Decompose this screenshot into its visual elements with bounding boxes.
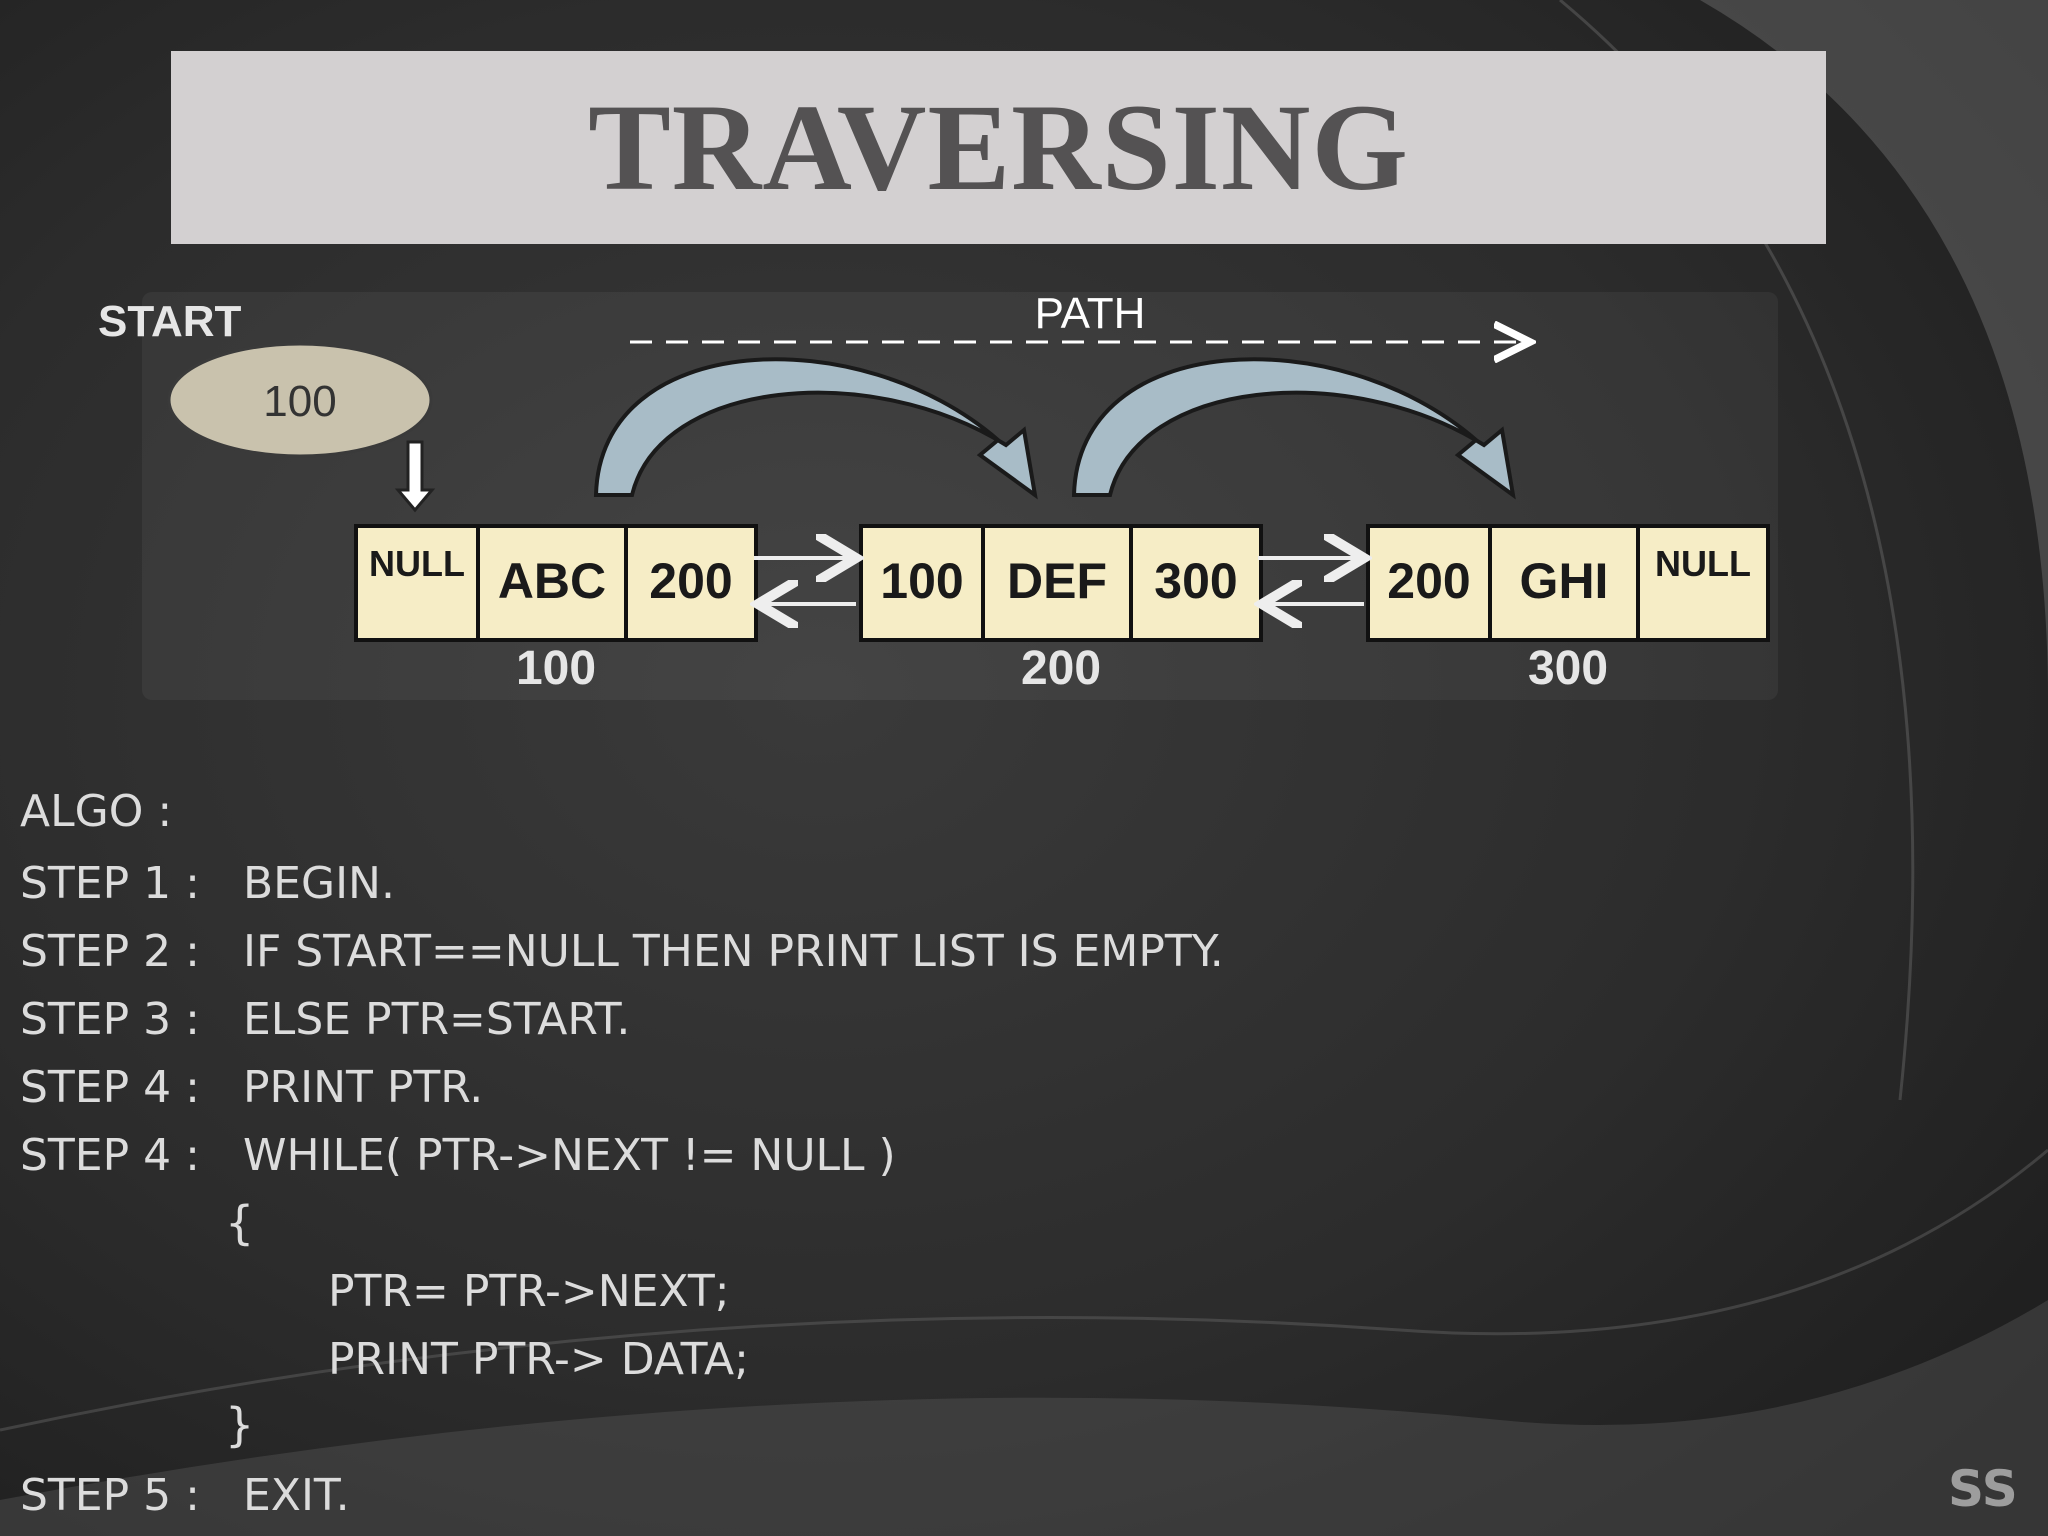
step-label: STEP 3 :	[20, 994, 200, 1045]
list-node: 200 GHI NULL 300	[1366, 524, 1770, 695]
node-cell-next	[1636, 524, 1770, 642]
traversal-arc-2	[1071, 357, 1516, 500]
final-step-text: EXIT.	[243, 1470, 350, 1521]
list-node: 100 DEF 300 200	[859, 524, 1263, 695]
node-cell-next	[624, 524, 758, 642]
node-address-label: 100	[516, 642, 596, 695]
node-cell-prev	[1366, 524, 1492, 642]
node-next-text: 300	[1154, 553, 1237, 609]
nodes-layer: NULL ABC 200 100 100 DEF 300 200 200 GHI NULL 300	[354, 524, 1770, 695]
step-text: IF START==NULL THEN PRINT LIST IS EMPTY.	[243, 926, 1224, 977]
step-text: BEGIN.	[243, 858, 395, 909]
step-text: WHILE( PTR->NEXT != NULL )	[243, 1130, 896, 1181]
node-next-text: 200	[649, 553, 732, 609]
step-label: STEP 4 :	[20, 1130, 200, 1181]
node-prev-text: 100	[880, 553, 963, 609]
node-next-text: NULL	[1655, 543, 1751, 584]
title-banner: TRAVERSING	[171, 51, 1826, 244]
node-cell-next	[1129, 524, 1263, 642]
close-brace: }	[225, 1398, 255, 1452]
step-text: PRINT PTR.	[243, 1062, 484, 1113]
start-oval	[167, 342, 433, 458]
final-step-label: STEP 5 :	[20, 1470, 200, 1521]
node-cell-data	[1488, 524, 1640, 642]
path-label: PATH	[1035, 289, 1146, 338]
start-label: START	[98, 297, 242, 346]
node-cell-data	[981, 524, 1133, 642]
start-value: 100	[263, 377, 336, 426]
footer-initials: SS	[1948, 1460, 2018, 1518]
node-address-label: 200	[1021, 642, 1101, 695]
list-node: NULL ABC 200 100	[354, 524, 758, 695]
node-cell-prev	[354, 524, 480, 642]
node-data-text: ABC	[498, 553, 606, 609]
node-cell-data	[476, 524, 628, 642]
loop-body-line: PRINT PTR-> DATA;	[328, 1334, 749, 1385]
node-data-text: DEF	[1007, 553, 1107, 609]
node-cell-prev	[859, 524, 985, 642]
start-pointer-arrow	[394, 440, 436, 513]
step-label: STEP 4 :	[20, 1062, 200, 1113]
traversal-arc-1	[593, 357, 1038, 500]
step-label: STEP 1 :	[20, 858, 200, 909]
step-text: ELSE PTR=START.	[243, 994, 631, 1045]
node-data-text: GHI	[1520, 553, 1609, 609]
node-address-label: 300	[1528, 642, 1608, 695]
node-prev-text: NULL	[369, 543, 465, 584]
node-prev-text: 200	[1387, 553, 1470, 609]
algo-heading: ALGO :	[20, 786, 173, 837]
slide-title: TRAVERSING	[588, 78, 1409, 216]
open-brace: {	[225, 1196, 255, 1250]
step-label: STEP 2 :	[20, 926, 200, 977]
loop-body-line: PTR= PTR->NEXT;	[328, 1266, 730, 1317]
